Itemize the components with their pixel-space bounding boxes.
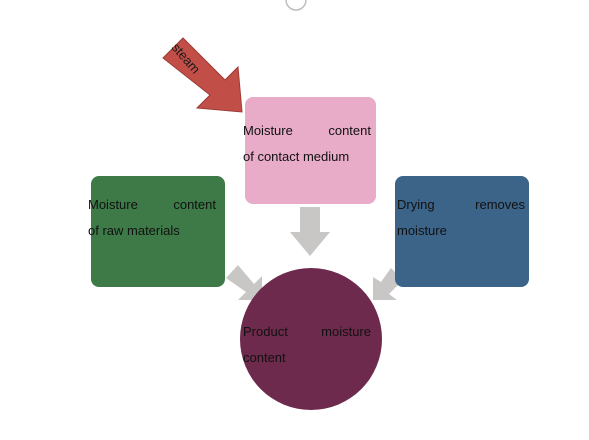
drying-box <box>395 176 529 287</box>
left-diagonal-arrow <box>226 265 262 300</box>
contact-medium-text: Moisture content of contact medium <box>243 118 371 170</box>
product-circle <box>240 268 382 410</box>
product-line2: content <box>243 350 286 365</box>
raw-materials-line1: Moisture content <box>88 197 216 212</box>
drying-text: Drying removes moisture <box>397 192 525 244</box>
raw-materials-text: Moisture content of raw materials <box>88 192 216 244</box>
contact-medium-line2: of contact medium <box>243 149 350 164</box>
steam-arrow <box>162 37 243 113</box>
raw-materials-line2: of raw materials <box>88 223 180 238</box>
raw-materials-box <box>91 176 225 287</box>
cropped-circle-top <box>285 0 307 11</box>
product-text: Product moisture content <box>243 319 371 371</box>
contact-medium-box <box>245 97 376 204</box>
drying-line1: Drying removes <box>397 197 525 212</box>
product-line1: Product moisture <box>243 324 371 339</box>
down-arrow <box>290 207 330 256</box>
drying-line2: moisture <box>397 223 447 238</box>
contact-medium-line1: Moisture content <box>243 123 371 138</box>
